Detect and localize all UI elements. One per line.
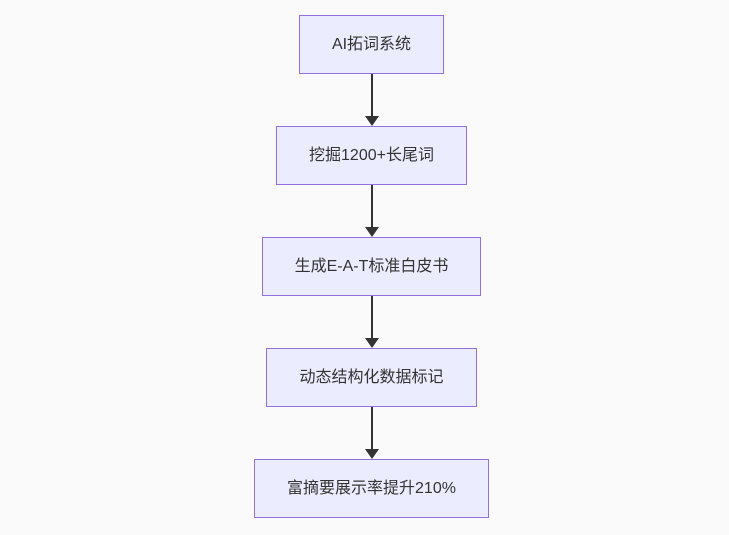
arrowhead-down-icon (364, 116, 379, 126)
arrowhead-down-icon (364, 338, 379, 348)
flow-column: AI拓词系统 挖掘1200+长尾词 生成E-A-T标准白皮书 动态结构化数据标记 (7, 15, 729, 518)
flow-arrow-3 (364, 296, 379, 348)
flow-arrow-2 (364, 185, 379, 237)
flow-node-label: 生成E-A-T标准白皮书 (294, 258, 449, 275)
flow-node-label: 动态结构化数据标记 (299, 369, 444, 386)
flow-arrow-4 (364, 407, 379, 459)
arrow-shaft (370, 74, 373, 117)
flow-node-eat-whitepaper: 生成E-A-T标准白皮书 (261, 237, 482, 296)
arrowhead-down-icon (364, 227, 379, 237)
arrow-shaft (370, 407, 373, 450)
arrow-shaft (370, 296, 373, 339)
flow-node-ai-expansion-system: AI拓词系统 (298, 15, 445, 74)
flow-arrow-1 (364, 74, 379, 126)
flow-node-rich-snippet-rate: 富摘要展示率提升210% (254, 459, 489, 518)
flow-node-label: 富摘要展示率提升210% (287, 480, 456, 497)
arrow-shaft (370, 185, 373, 228)
flow-node-structured-data-markup: 动态结构化数据标记 (266, 348, 477, 407)
flow-node-longtail-keywords: 挖掘1200+长尾词 (276, 126, 467, 185)
flow-node-label: AI拓词系统 (331, 36, 412, 53)
flow-node-label: 挖掘1200+长尾词 (309, 147, 434, 164)
arrowhead-down-icon (364, 449, 379, 459)
